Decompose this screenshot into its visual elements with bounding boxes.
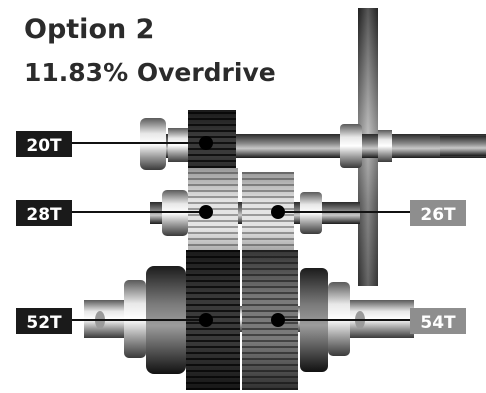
svg-text:54T: 54T bbox=[420, 313, 456, 333]
tag-52t: 52T bbox=[16, 308, 72, 334]
hub-dot-20t bbox=[199, 136, 213, 150]
hub-dot-54t bbox=[271, 313, 285, 327]
svg-text:20T: 20T bbox=[26, 136, 62, 156]
tag-54t: 54T bbox=[410, 308, 466, 334]
svg-text:28T: 28T bbox=[26, 205, 62, 225]
title-option: Option 2 bbox=[24, 14, 155, 45]
svg-text:52T: 52T bbox=[26, 313, 62, 333]
tag-28t: 28T bbox=[16, 200, 72, 226]
hub-dot-26t bbox=[271, 205, 285, 219]
hub-dot-28t bbox=[199, 205, 213, 219]
title-overdrive: 11.83% Overdrive bbox=[24, 58, 276, 87]
hub-dot-52t bbox=[199, 313, 213, 327]
tag-26t: 26T bbox=[410, 200, 466, 226]
tag-20t: 20T bbox=[16, 131, 72, 157]
svg-text:26T: 26T bbox=[420, 205, 456, 225]
